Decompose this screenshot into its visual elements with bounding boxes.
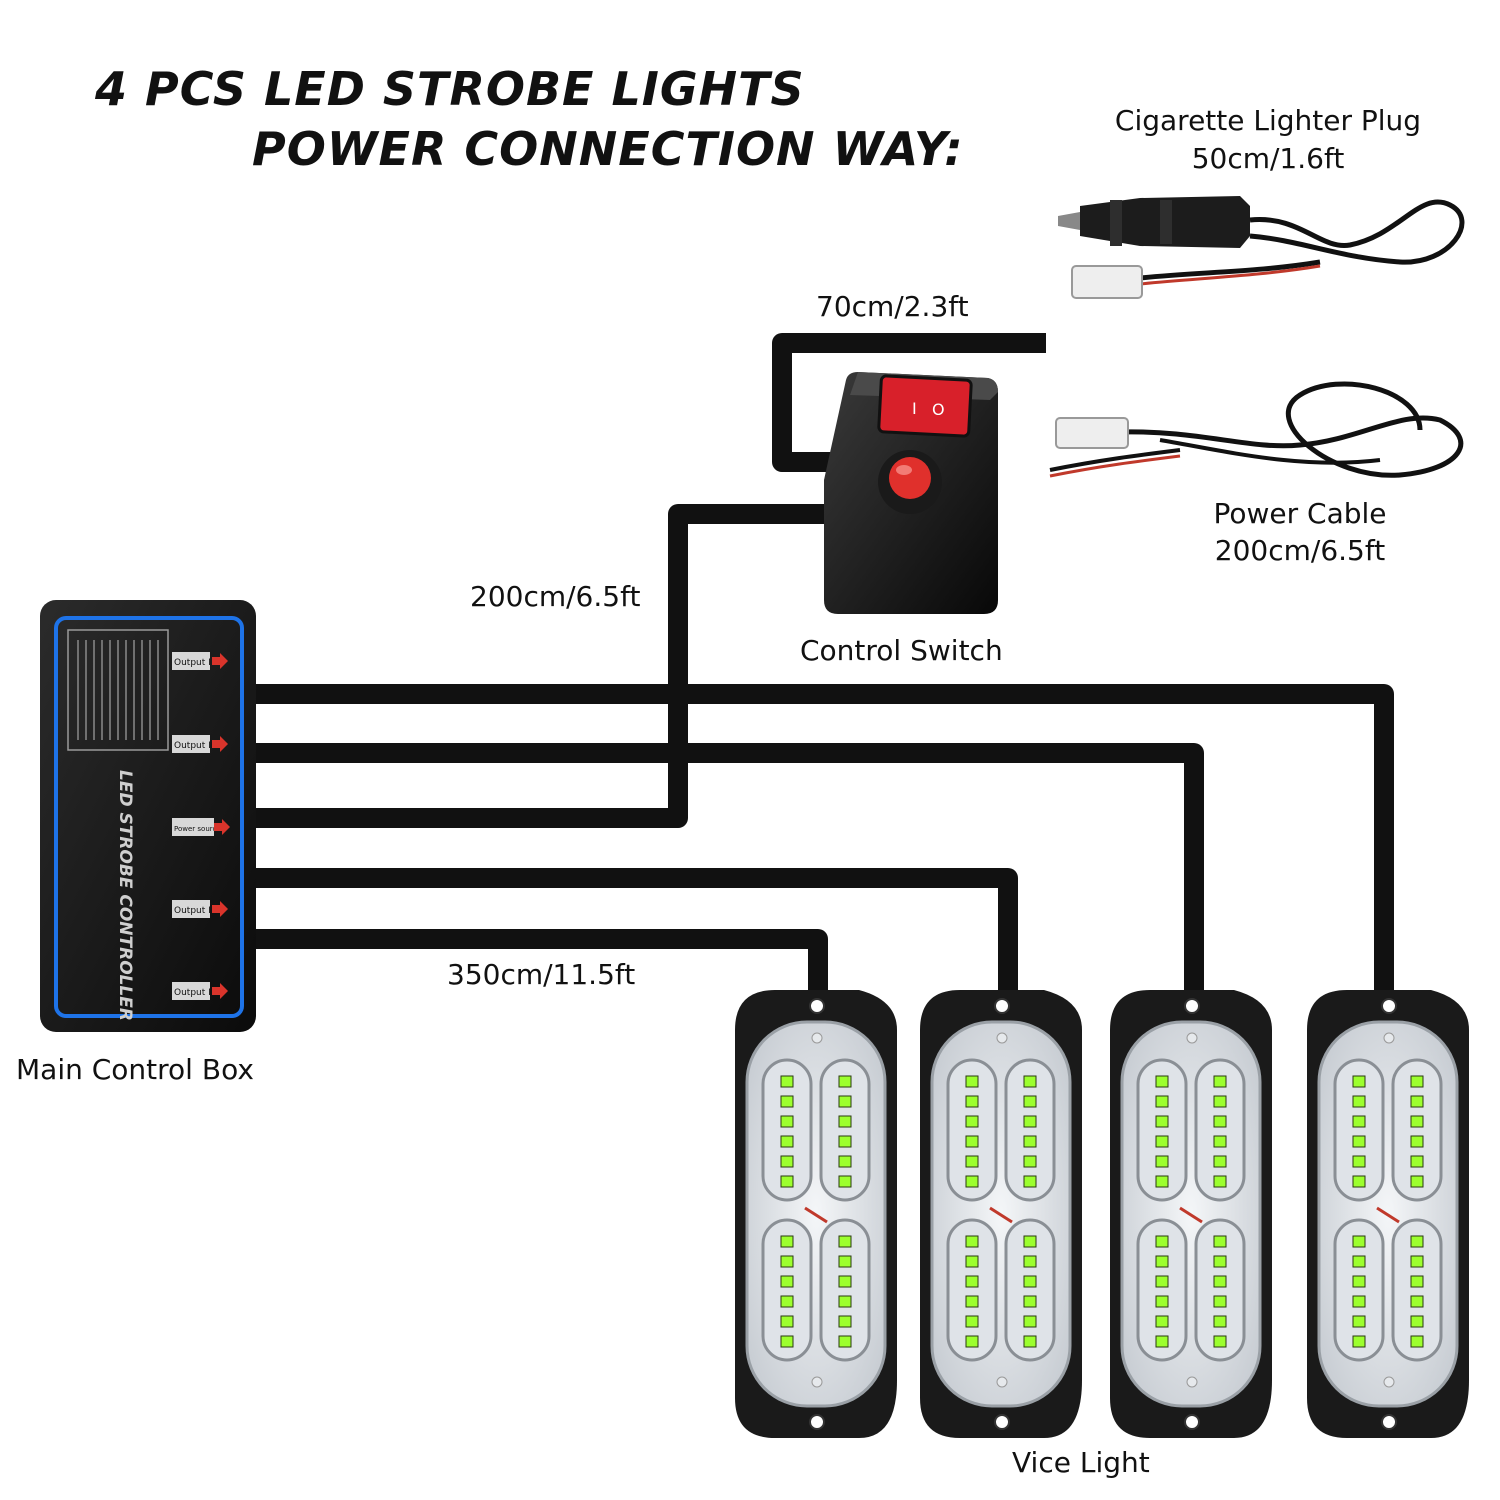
port-4: Output III — [172, 900, 228, 918]
vice-light-1 — [733, 988, 899, 1440]
vice-light-3 — [1108, 988, 1274, 1440]
port-5: Output IV — [172, 982, 228, 1000]
port-4-arrow-icon — [212, 901, 228, 917]
cigarette-plug-label: Cigarette Lighter Plug — [1114, 104, 1422, 137]
port-2: Output II — [172, 735, 228, 753]
switch-power-cable — [772, 333, 1046, 472]
port-3-label: Power source — [174, 825, 221, 833]
output-4-cable — [256, 929, 828, 1000]
light-cable-length-label: 350cm/11.5ft — [447, 958, 636, 991]
port-1-arrow-icon — [212, 653, 228, 669]
switch-to-box-cable — [256, 504, 830, 828]
cigarette-lighter-plug — [1058, 196, 1465, 299]
port-4-label: Output III — [174, 906, 216, 916]
power-connector-icon — [1055, 417, 1129, 449]
cigarette-plug-length-label: 50cm/1.6ft — [1191, 142, 1345, 175]
vice-light-2 — [918, 988, 1084, 1440]
push-button-icon — [889, 457, 931, 499]
switch-to-box-length-label: 200cm/6.5ft — [470, 580, 641, 613]
plug-connector-icon — [1071, 265, 1143, 299]
switch-cable-length-label: 70cm/2.3ft — [816, 290, 969, 323]
main-control-box-label: Main Control Box — [16, 1053, 254, 1086]
cable-group — [256, 333, 1394, 1000]
port-1-label: Output I — [174, 658, 211, 668]
rocker-switch-icon — [877, 374, 973, 438]
power-cable-length-label: 200cm/6.5ft — [1214, 534, 1386, 567]
port-3-arrow-icon — [214, 819, 230, 835]
vice-light-4 — [1305, 988, 1471, 1440]
power-cable — [1049, 381, 1464, 478]
output-1-cable — [256, 684, 1394, 1000]
port-2-arrow-icon — [212, 736, 228, 752]
port-5-arrow-icon — [212, 983, 228, 999]
port-5-label: Output IV — [174, 988, 218, 998]
rocker-mark-on: I — [912, 399, 917, 418]
output-3-cable — [256, 868, 1018, 1000]
port-2-label: Output II — [174, 741, 213, 751]
main-control-box: LED STROBE CONTROLLER Output I Output II… — [40, 600, 256, 1032]
control-switch: I O — [824, 372, 998, 614]
controller-heading: LED STROBE CONTROLLER — [115, 770, 135, 1021]
vice-light-label: Vice Light — [1012, 1446, 1150, 1479]
title-line-2: POWER CONNECTION WAY: — [252, 122, 964, 176]
output-2-cable — [256, 743, 1204, 1000]
port-3: Power source — [172, 818, 230, 836]
rocker-mark-off: O — [932, 400, 945, 419]
control-switch-label: Control Switch — [800, 634, 1003, 667]
power-cable-label: Power Cable — [1213, 497, 1387, 530]
title-line-1: 4 PCS LED STROBE LIGHTS — [95, 62, 805, 116]
port-1: Output I — [172, 652, 228, 670]
